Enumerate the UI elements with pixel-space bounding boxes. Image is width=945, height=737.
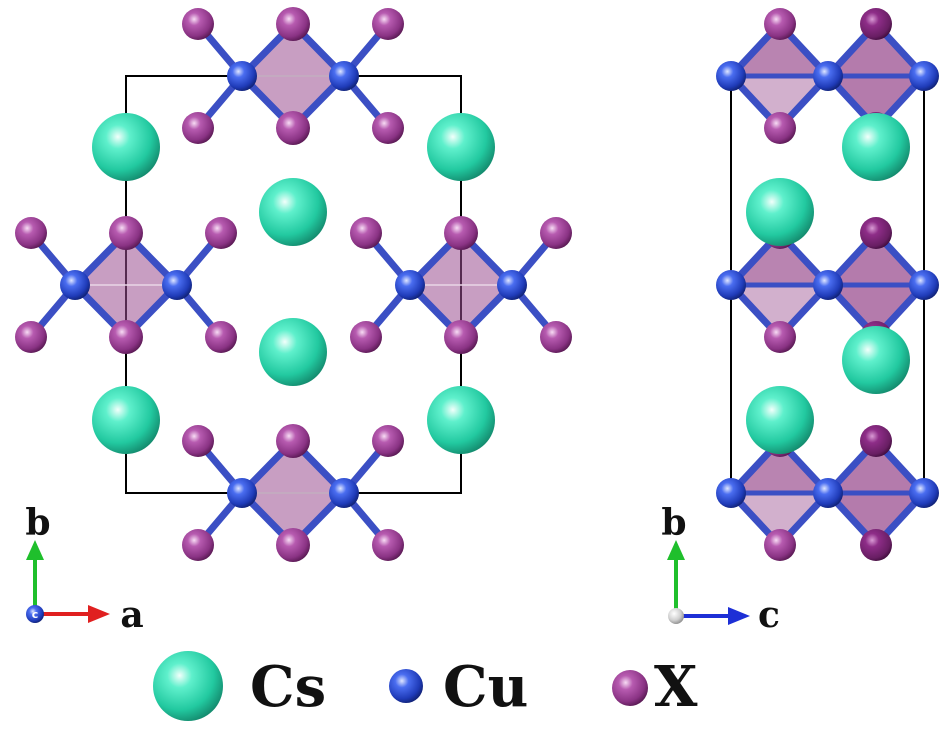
right-axis-c-label: c [758,594,780,636]
x-atom [182,529,214,561]
legend-cs-swatch [153,651,223,721]
x-atom [182,425,214,457]
left-axis-b-arrowhead [26,540,44,560]
x-atom [860,425,892,457]
legend-cu-swatch [389,669,423,703]
cu-atom [329,478,359,508]
cu-atom [227,61,257,91]
x-atom [276,7,310,41]
cu-atom [162,270,192,300]
x-atom [372,529,404,561]
x-atom [15,321,47,353]
cs-atom [842,326,910,394]
x-atom [182,8,214,40]
x-atom [182,112,214,144]
x-atom [444,216,478,250]
right-panel-cb-projection [716,8,939,561]
cu-atom [909,61,939,91]
left-axis-a-arrowhead [88,605,110,623]
left-axis-triad: c b a [25,502,143,636]
x-atom [372,425,404,457]
cs-atom [427,113,495,181]
legend-x-label: X [654,654,698,720]
cu-atom [813,61,843,91]
cs-atom [746,386,814,454]
cs-atom [427,386,495,454]
x-atom [276,424,310,458]
cs-atom [746,178,814,246]
x-atom [764,8,796,40]
x-atom [372,112,404,144]
cu-atom [395,270,425,300]
x-atom [444,320,478,354]
cu-atom [60,270,90,300]
right-axis-b-arrowhead [667,540,685,560]
right-axis-c-arrowhead [728,607,750,625]
cs-atom [92,386,160,454]
legend-x-swatch [612,670,648,706]
x-atom [15,217,47,249]
x-atom [276,111,310,145]
x-atom [205,217,237,249]
cu-atom [909,478,939,508]
cu-atom [497,270,527,300]
legend: Cs Cu X [153,651,698,721]
cu-atom [813,270,843,300]
x-atom [860,8,892,40]
x-atom [372,8,404,40]
cu-atom [909,270,939,300]
cu-atom [813,478,843,508]
left-axis-a-label: a [120,594,143,636]
cu-atom [716,61,746,91]
x-atom [205,321,237,353]
cs-atom [842,113,910,181]
right-axis-b-label: b [661,502,686,544]
left-axis-origin-atom [26,605,44,623]
left-axis-origin-label: c [32,608,39,621]
x-atom [350,321,382,353]
right-axis-origin-atom [668,608,684,624]
x-atom [350,217,382,249]
left-axis-b-label: b [25,502,50,544]
x-atom [860,529,892,561]
x-atom [540,321,572,353]
x-atom [109,216,143,250]
x-atom [276,528,310,562]
x-atom [540,217,572,249]
cu-atom [716,478,746,508]
cs-atom [92,113,160,181]
cu-atom [329,61,359,91]
cs-atom [259,318,327,386]
left-panel-ab-projection [15,7,572,562]
legend-cs-label: Cs [250,654,326,720]
right-axis-triad: b c [661,502,780,636]
legend-cu-label: Cu [443,654,528,720]
x-atom [109,320,143,354]
cu-atom [716,270,746,300]
x-atom [764,321,796,353]
x-atom [764,112,796,144]
cs-atom [259,178,327,246]
cu-atom [227,478,257,508]
x-atom [860,217,892,249]
x-atom [764,529,796,561]
